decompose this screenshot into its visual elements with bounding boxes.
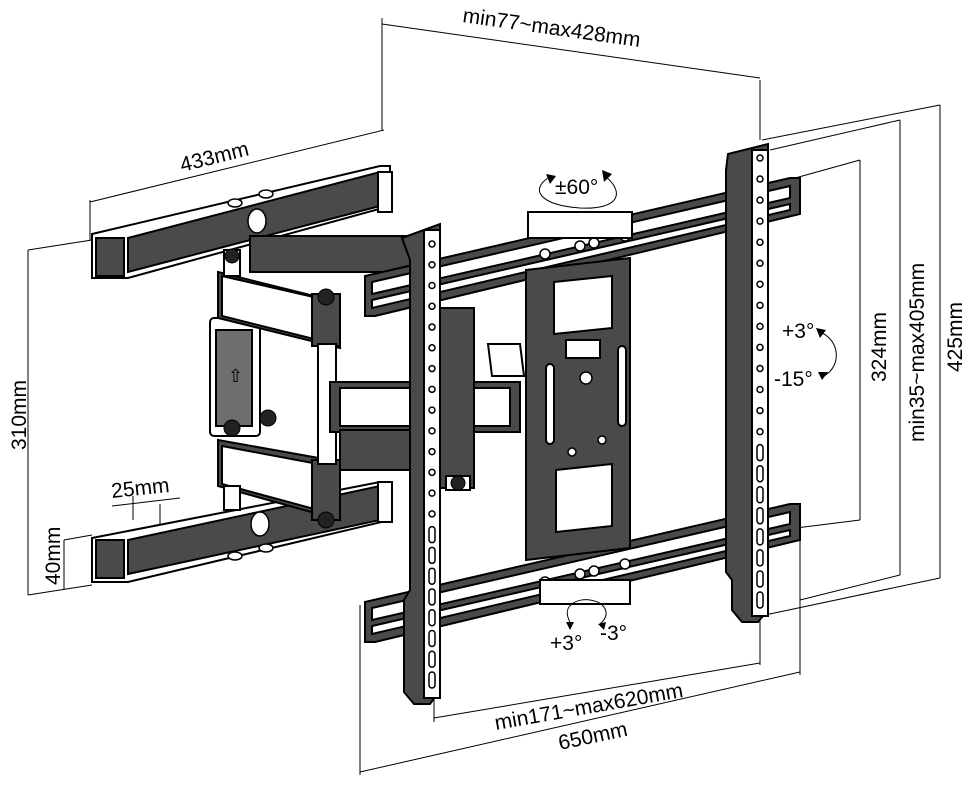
vesa-hole-icon — [756, 385, 764, 394]
vesa-hole-icon — [756, 217, 764, 225]
bracket-spacing-label: 25mm — [110, 474, 170, 503]
dimension-lines — [27, 18, 941, 775]
vesa-hole-icon — [756, 196, 764, 204]
vesa-hole-icon — [756, 322, 764, 331]
vesa-hole-icon — [428, 468, 436, 477]
horizontal-rails — [364, 177, 801, 643]
vesa-hole-icon — [428, 546, 436, 565]
vesa-hole-icon — [428, 240, 436, 248]
vesa-hole-icon — [756, 343, 764, 352]
vesa-hole-icon — [756, 591, 764, 609]
vesa-hole-icon — [428, 385, 436, 394]
wall-plate-hole-icon — [250, 511, 270, 537]
tilt-arrow-icon — [816, 328, 826, 338]
wall-plate-hole-icon — [247, 208, 267, 234]
vesa-hole-icon — [428, 608, 436, 627]
total-height-label: 425mm — [944, 302, 967, 372]
level-arrow-icon — [598, 622, 606, 630]
rotate-arrow-icon — [602, 170, 612, 182]
dimension-labels: min77~max428mm 433mm 310mm 25mm 40mm 324… — [8, 4, 967, 755]
vesa-hole-icon — [756, 238, 764, 246]
up-arrow-icon: ⇧ — [228, 366, 243, 386]
vesa-height-label: min35~max405mm — [906, 263, 929, 442]
vesa-hole-icon — [756, 549, 764, 567]
vesa-hole-icon — [428, 344, 436, 352]
top-width-label: min77~max428mm — [461, 4, 642, 52]
vesa-hole-icon — [428, 567, 436, 585]
bracket-height-label: 40mm — [42, 527, 65, 585]
vesa-hole-icon — [756, 154, 764, 162]
vesa-hole-icon — [756, 464, 764, 483]
vesa-hole-icon — [756, 364, 764, 373]
rotation-arrows — [538, 170, 837, 630]
vesa-hole-icon — [428, 489, 436, 497]
level-minus-label: -3° — [600, 622, 627, 645]
vesa-hole-icon — [428, 510, 436, 518]
vesa-hole-icon — [428, 650, 436, 668]
wall-plate — [91, 165, 393, 583]
vesa-hole-icon — [756, 570, 764, 588]
tilt-up-label: +3° — [782, 320, 814, 343]
vesa-hole-icon — [428, 427, 436, 435]
rotate-arrow-icon — [546, 174, 556, 184]
vesa-hole-icon — [756, 259, 764, 267]
vesa-hole-icon — [428, 629, 436, 648]
wall-height-label: 310mm — [8, 380, 31, 450]
level-plus-label: +3° — [550, 632, 582, 655]
level-arrow-icon — [566, 622, 574, 630]
vesa-hole-icon — [428, 406, 436, 414]
vesa-hole-icon — [428, 261, 436, 269]
vesa-hole-icon — [428, 447, 436, 456]
vesa-hole-icon — [428, 525, 436, 544]
total-width-label: 650mm — [556, 718, 629, 755]
vesa-hole-icon — [756, 427, 764, 436]
center-plate — [525, 256, 631, 562]
swivel-label: ±60° — [555, 176, 598, 199]
vesa-hole-icon — [428, 588, 436, 606]
vesa-hole-icon — [756, 443, 764, 462]
articulating-arm: ⇧ — [209, 235, 526, 529]
vesa-hole-icon — [756, 301, 764, 310]
tilt-down-label: -15° — [774, 368, 813, 391]
vesa-hole-icon — [428, 281, 436, 290]
vesa-holes — [428, 154, 764, 689]
vesa-hole-icon — [756, 507, 764, 525]
arm-length-label: 433mm — [178, 138, 252, 177]
vesa-hole-icon — [756, 528, 764, 546]
inner-height-label: 324mm — [868, 312, 891, 382]
vesa-hole-icon — [756, 280, 764, 289]
vesa-hole-icon — [756, 175, 764, 183]
vesa-hole-icon — [428, 323, 436, 331]
vesa-hole-icon — [428, 671, 436, 689]
tilt-arrow-icon — [818, 372, 828, 380]
vesa-hole-icon — [756, 406, 764, 415]
vesa-hole-icon — [428, 364, 436, 373]
vesa-hole-icon — [428, 302, 436, 311]
vesa-hole-icon — [756, 486, 764, 504]
